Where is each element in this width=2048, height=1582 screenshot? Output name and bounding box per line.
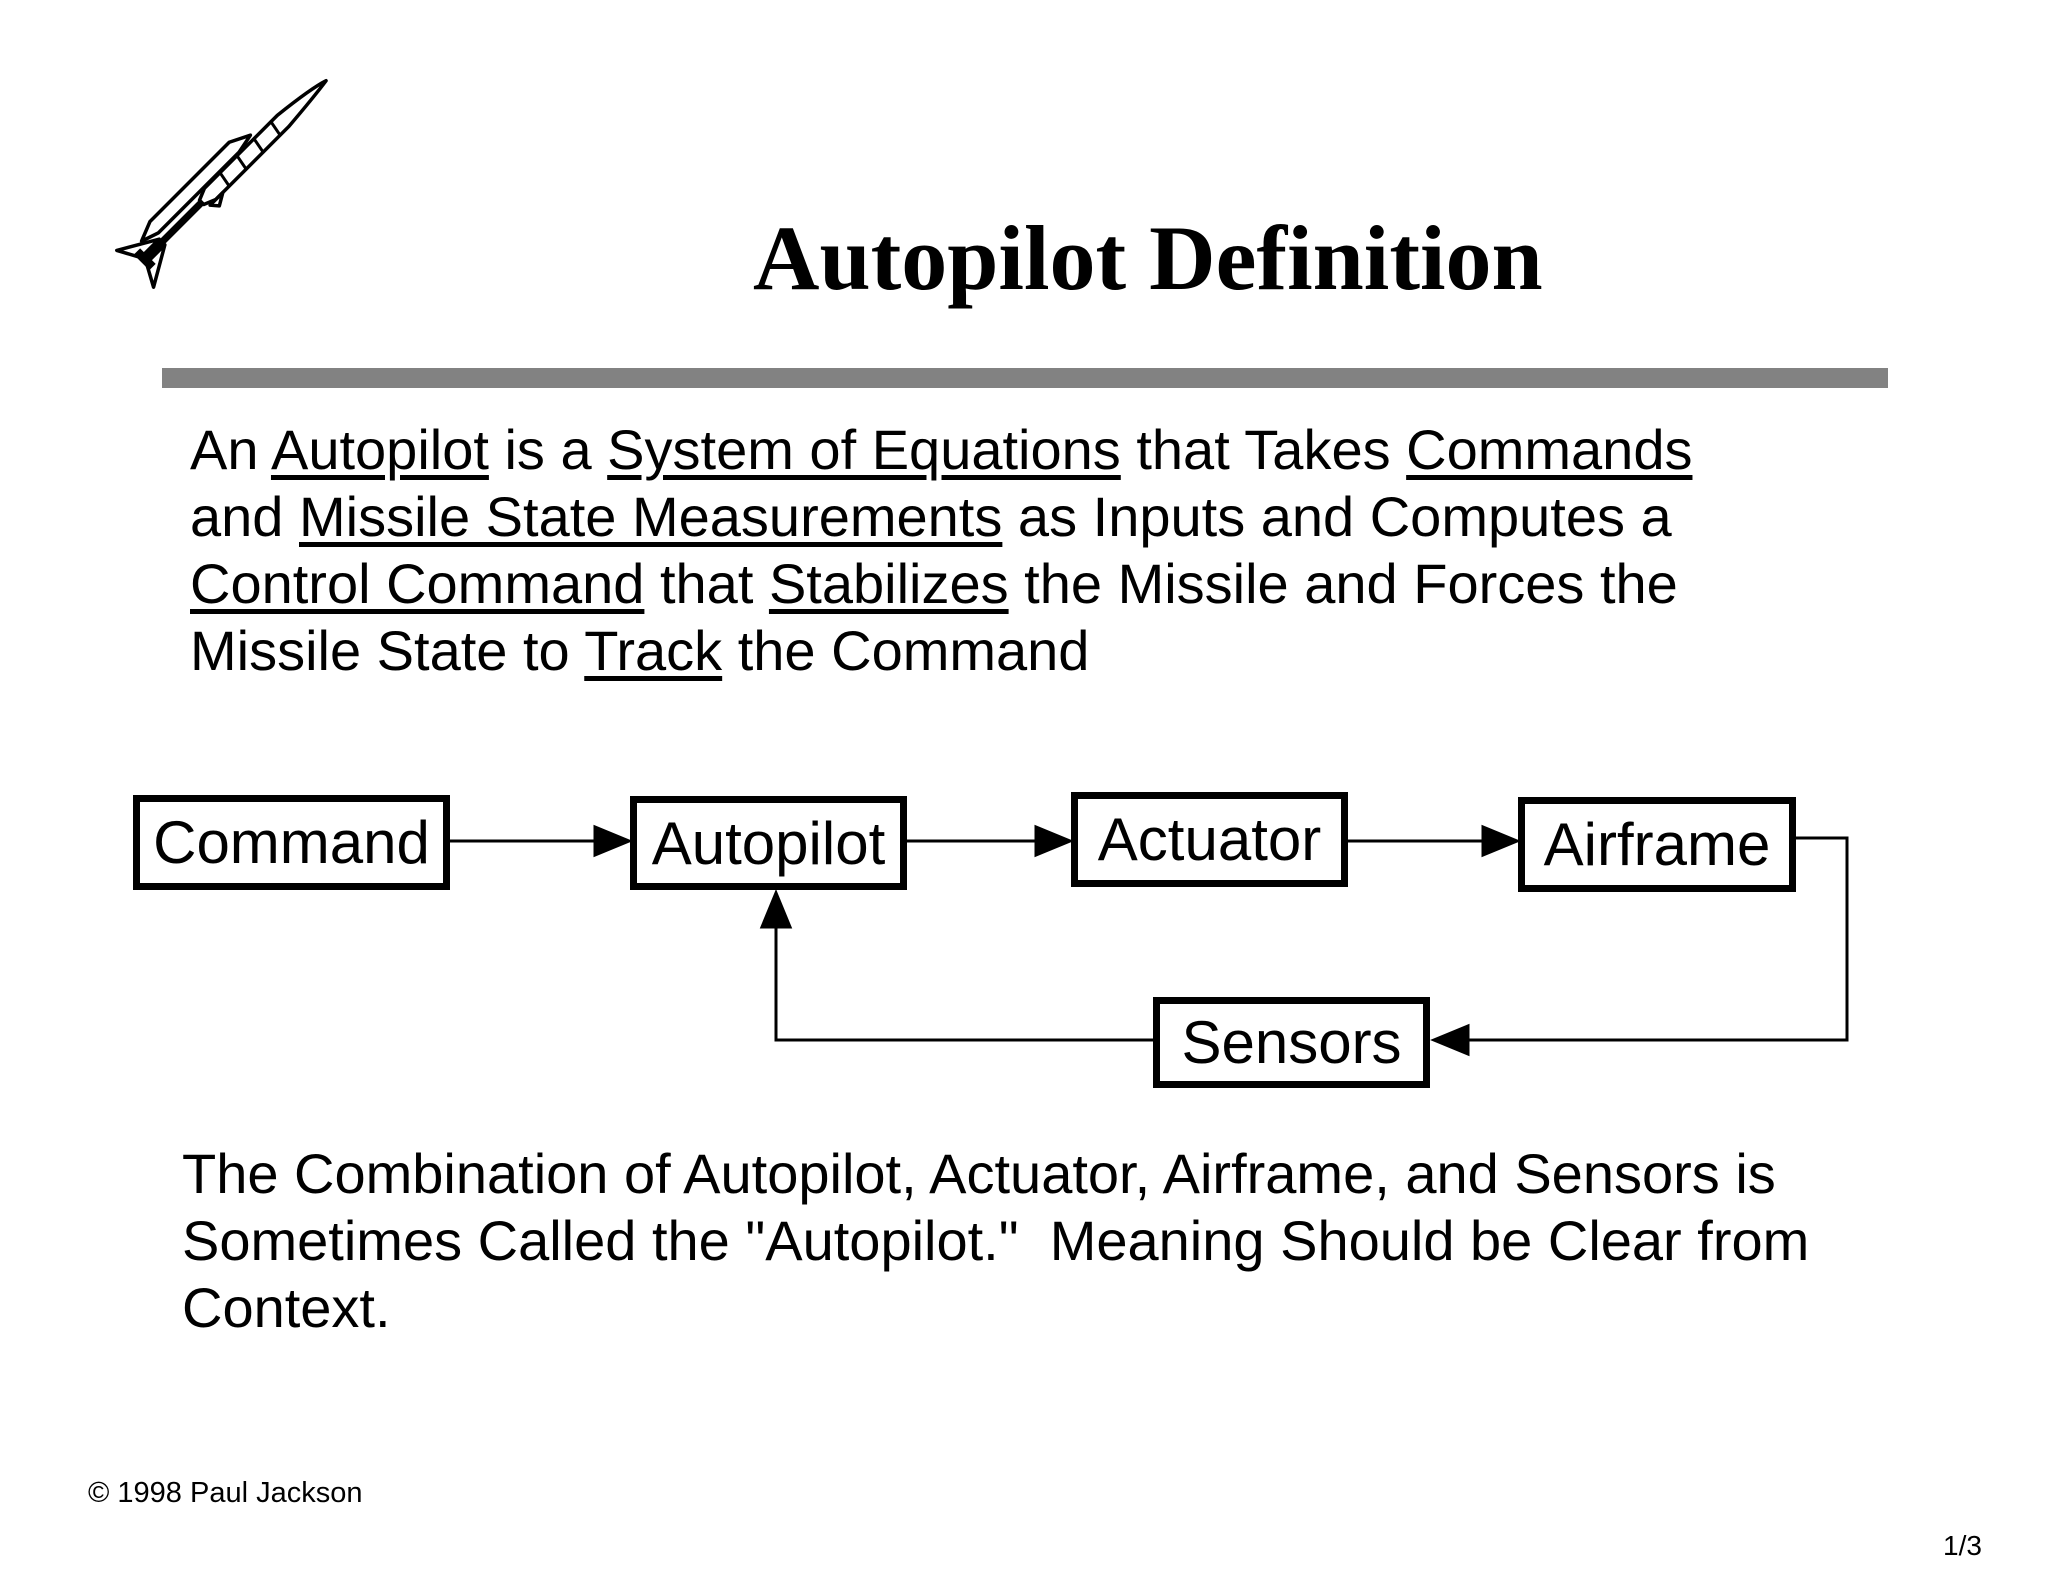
underlined-term: Track [584, 619, 723, 682]
closing-paragraph: The Combination of Autopilot, Actuator, … [182, 1140, 1809, 1341]
text-line: An Autopilot is a System of Equations th… [190, 416, 1692, 483]
text-line: and Missile State Measurements as Inputs… [190, 483, 1692, 550]
page-number: 1/3 [1943, 1530, 1982, 1561]
text-segment: An [190, 418, 271, 481]
edge-airframe-sensors [1430, 836, 1849, 1057]
text-segment: Missile State to [190, 619, 585, 682]
copyright-notice: © 1998 Paul Jackson [88, 1477, 363, 1509]
missile-fin-left [115, 237, 161, 260]
missile-aft-rod [142, 196, 208, 262]
page-title: Autopilot Definition [753, 207, 1543, 309]
underlined-term: Stabilizes [768, 552, 1009, 615]
text-segment: is a [488, 418, 608, 481]
missile-fin-right [144, 243, 167, 289]
diagram-box-label: Airframe [1543, 811, 1771, 878]
edge-actuator-airframe [1348, 824, 1521, 858]
arrowhead-right-icon [1481, 824, 1521, 858]
text-segment: as Inputs and Computes a [1002, 485, 1672, 548]
text-segment: the Missile and Forces the [1008, 552, 1678, 615]
arrowhead-left-icon [1430, 1023, 1470, 1057]
underlined-term: Commands [1406, 418, 1693, 481]
underlined-term: Missile State Measurements [299, 485, 1003, 548]
diagram-box-actuator: Actuator [1071, 792, 1348, 887]
diagram-box-airframe: Airframe [1518, 797, 1796, 892]
text-line: Missile State to Track the Command [190, 617, 1692, 684]
text-line: Control Command that Stabilizes the Miss… [190, 550, 1692, 617]
arrowhead-up-icon [759, 889, 793, 929]
text-segment: the Command [722, 619, 1090, 682]
arrowhead-right-icon [1034, 824, 1074, 858]
diagram-box-label: Sensors [1181, 1009, 1402, 1076]
diagram-box-label: Command [153, 809, 430, 876]
title-divider-bar [162, 368, 1888, 388]
underlined-term: System of Equations [607, 418, 1121, 481]
text-segment: that Takes [1120, 418, 1407, 481]
diagram-box-autopilot: Autopilot [630, 796, 907, 890]
text-segment: that [644, 552, 769, 615]
missile-body [197, 78, 328, 207]
edge-autopilot-actuator [907, 824, 1074, 858]
edge-command-autopilot [450, 824, 633, 858]
edge-sensors-autopilot [759, 889, 1153, 1042]
text-line: Context. [182, 1276, 391, 1339]
missile-bands [218, 120, 282, 188]
underlined-term: Control Command [190, 552, 645, 615]
text-line: The Combination of Autopilot, Actuator, … [182, 1142, 1776, 1205]
text-line: Sometimes Called the "Autopilot." Meanin… [182, 1209, 1810, 1272]
text-segment: and [190, 485, 299, 548]
diagram-box-sensors: Sensors [1153, 997, 1430, 1088]
diagram-box-command: Command [133, 795, 450, 890]
missile-icon [115, 78, 328, 289]
diagram-box-label: Autopilot [651, 809, 886, 877]
diagram-box-label: Actuator [1097, 806, 1322, 873]
missile-stub-fin [208, 190, 225, 208]
definition-paragraph: An Autopilot is a System of Equations th… [190, 416, 1692, 684]
arrowhead-right-icon [593, 824, 633, 858]
missile-nozzle-cap [133, 248, 156, 271]
underlined-term: Autopilot [270, 418, 489, 481]
